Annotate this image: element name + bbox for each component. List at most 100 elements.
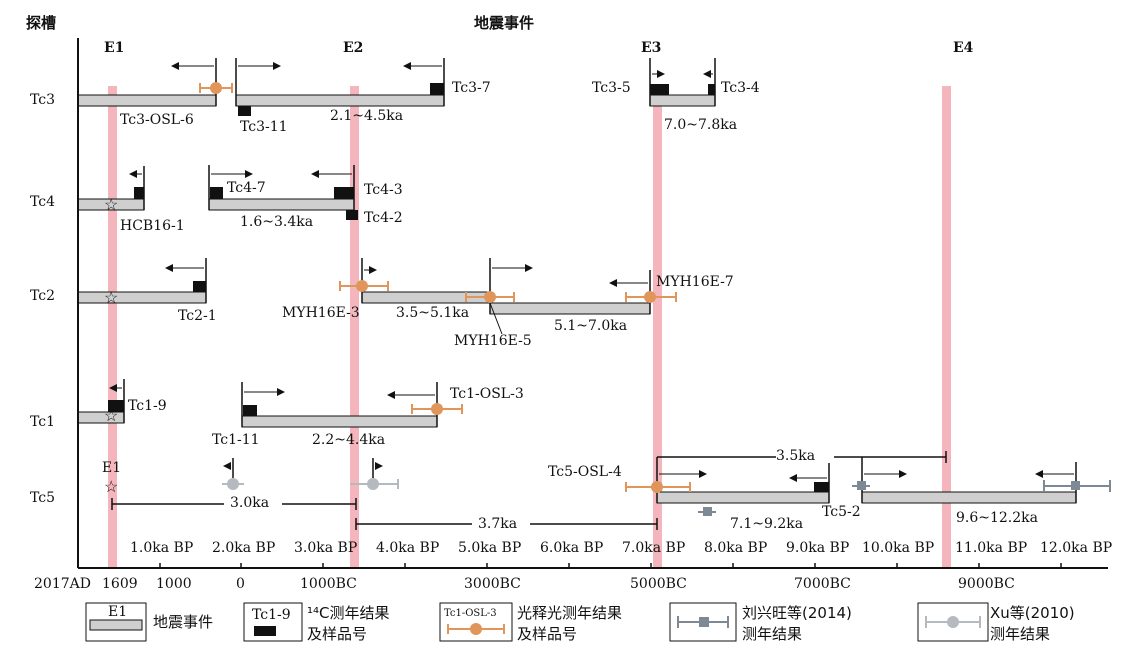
legend-event-text: 地震事件 — [153, 613, 213, 631]
osl-point-myh16e-5 — [484, 291, 496, 303]
c14-tc4-3 — [334, 187, 354, 199]
star-tc5: ☆ — [104, 477, 118, 496]
bar-tc3-b — [235, 94, 445, 107]
date-label-1609: 1609 — [102, 576, 138, 592]
label-tc4-2: Tc4-2 — [364, 210, 403, 226]
trench-header: 探槽 — [26, 14, 56, 32]
range-tc3-b: 7.0~7.8ka — [664, 117, 737, 133]
label-tc3-osl6: Tc3-OSL-6 — [120, 112, 194, 128]
date-label-9000bc: 9000BC — [958, 576, 1015, 592]
legend-c14-sample: Tc1-9 — [252, 607, 291, 623]
bp-label-9: 9.0ka BP — [786, 540, 849, 556]
trench-label-tc1: Tc1 — [30, 414, 55, 430]
label-tc4-3: Tc4-3 — [364, 182, 403, 198]
c14-tc4-a — [134, 187, 144, 199]
date-label-2017ad: 2017AD — [34, 576, 91, 592]
event-label-e4: E4 — [953, 40, 974, 56]
bar-tc5-b — [861, 491, 1077, 504]
legend-c14-text1: ¹⁴C测年结果 — [307, 604, 390, 622]
bp-label-5: 5.0ka BP — [458, 540, 521, 556]
legend-xu-text1: Xu等(2010) — [990, 604, 1075, 622]
legend-liu-text1: 刘兴旺等(2014) — [742, 604, 852, 622]
legend-c14-text2: 及样品号 — [307, 625, 367, 643]
trench-label-tc3: Tc3 — [30, 92, 55, 108]
label-3-0ka: 3.0ka — [230, 495, 269, 511]
bp-label-6: 6.0ka BP — [540, 540, 603, 556]
star-tc1: ☆ — [104, 406, 118, 425]
label-myh16e-3: MYH16E-3 — [282, 305, 360, 321]
range-tc1: 2.2~4.4ka — [312, 432, 385, 448]
label-tc5-e1: E1 — [102, 460, 121, 476]
legend-xu-text2: 测年结果 — [990, 625, 1050, 643]
legend-osl-text1: 光释光测年结果 — [517, 604, 622, 622]
bp-label-12: 12.0ka BP — [1040, 540, 1112, 556]
osl-point-myh16e-3 — [356, 280, 368, 292]
date-label-5000bc: 5000BC — [630, 576, 687, 592]
label-tc5-2: Tc5-2 — [822, 504, 861, 520]
bar-tc4-b — [208, 198, 355, 211]
xu-point-a — [227, 478, 239, 490]
label-3-5ka: 3.5ka — [776, 448, 815, 464]
bar-tc1-b — [241, 415, 438, 428]
xu-point-b — [367, 478, 379, 490]
range-tc4: 1.6~3.4ka — [240, 214, 313, 230]
c14-tc2-1 — [193, 281, 206, 292]
liu-point-c — [1071, 481, 1080, 490]
event-band-e1 — [108, 86, 117, 568]
star-tc2: ☆ — [104, 288, 118, 307]
legend-event-sample: E1 — [108, 604, 127, 620]
trench-label-tc5: Tc5 — [30, 490, 55, 506]
date-label-3000bc: 3000BC — [464, 576, 521, 592]
c14-tc1-9 — [108, 400, 124, 412]
events-title: 地震事件 — [474, 14, 534, 32]
range-tc2-a: 3.5~5.1ka — [396, 305, 469, 321]
label-myh16e-5: MYH16E-5 — [454, 333, 532, 349]
osl-point-myh16e-7 — [644, 291, 656, 303]
bp-label-4: 4.0ka BP — [376, 540, 439, 556]
label-tc2-1: Tc2-1 — [178, 308, 217, 324]
label-tc3-7: Tc3-7 — [452, 80, 491, 96]
event-label-e1: E1 — [104, 40, 124, 56]
bar-tc5-a — [656, 491, 830, 504]
star-tc4: ☆ — [104, 195, 118, 214]
osl-point-tc5-osl4 — [651, 481, 663, 493]
label-tc1-11: Tc1-11 — [212, 432, 260, 448]
bar-tc2-c — [489, 302, 651, 315]
label-tc3-11: Tc3-11 — [240, 119, 288, 135]
c14-tc5-a — [814, 482, 829, 492]
liu-point-a — [703, 507, 712, 516]
c14-tc3-4 — [708, 84, 715, 95]
range-tc5-a: 7.1~9.2ka — [730, 516, 803, 532]
date-label-1000bc: 1000BC — [300, 576, 357, 592]
trench-label-tc2: Tc2 — [30, 288, 55, 304]
legend: E1 地震事件 Tc1-9 ¹⁴C测年结果 及样品号 Tc1-OSL-3 光释光… — [85, 602, 1075, 643]
osl-point-tc1-osl3 — [431, 403, 443, 415]
date-label-0: 0 — [236, 576, 245, 592]
event-band-e3 — [653, 86, 662, 568]
bp-label-7: 7.0ka BP — [622, 540, 685, 556]
bar-tc3-a — [77, 94, 217, 107]
event-band-e4 — [942, 86, 951, 568]
x-axis-ticks — [159, 563, 1062, 568]
bp-label-1: 1.0ka BP — [130, 540, 193, 556]
c14-tc3-7 — [430, 83, 444, 95]
liu-point-b — [857, 481, 866, 490]
label-tc3-5: Tc3-5 — [592, 80, 631, 96]
label-tc1-9: Tc1-9 — [128, 398, 167, 414]
label-tc1-osl3: Tc1-OSL-3 — [450, 386, 524, 402]
label-tc5-osl4: Tc5-OSL-4 — [548, 464, 622, 480]
bp-label-2: 2.0ka BP — [212, 540, 275, 556]
range-tc2-b: 5.1~7.0ka — [554, 318, 627, 334]
date-label-7000bc: 7000BC — [794, 576, 851, 592]
legend-liu-text2: 测年结果 — [742, 625, 802, 643]
label-3-7ka: 3.7ka — [478, 516, 517, 532]
c14-tc3-11 — [238, 106, 251, 116]
c14-tc4-7 — [210, 187, 223, 199]
label-myh16e-7: MYH16E-7 — [656, 274, 734, 290]
legend-osl-sample: Tc1-OSL-3 — [444, 608, 497, 619]
osl-point-tc3-6 — [210, 82, 222, 94]
range-tc3-a: 2.1~4.5ka — [330, 108, 403, 124]
label-hcb16-1: HCB16-1 — [120, 218, 185, 234]
bp-label-8: 8.0ka BP — [704, 540, 767, 556]
